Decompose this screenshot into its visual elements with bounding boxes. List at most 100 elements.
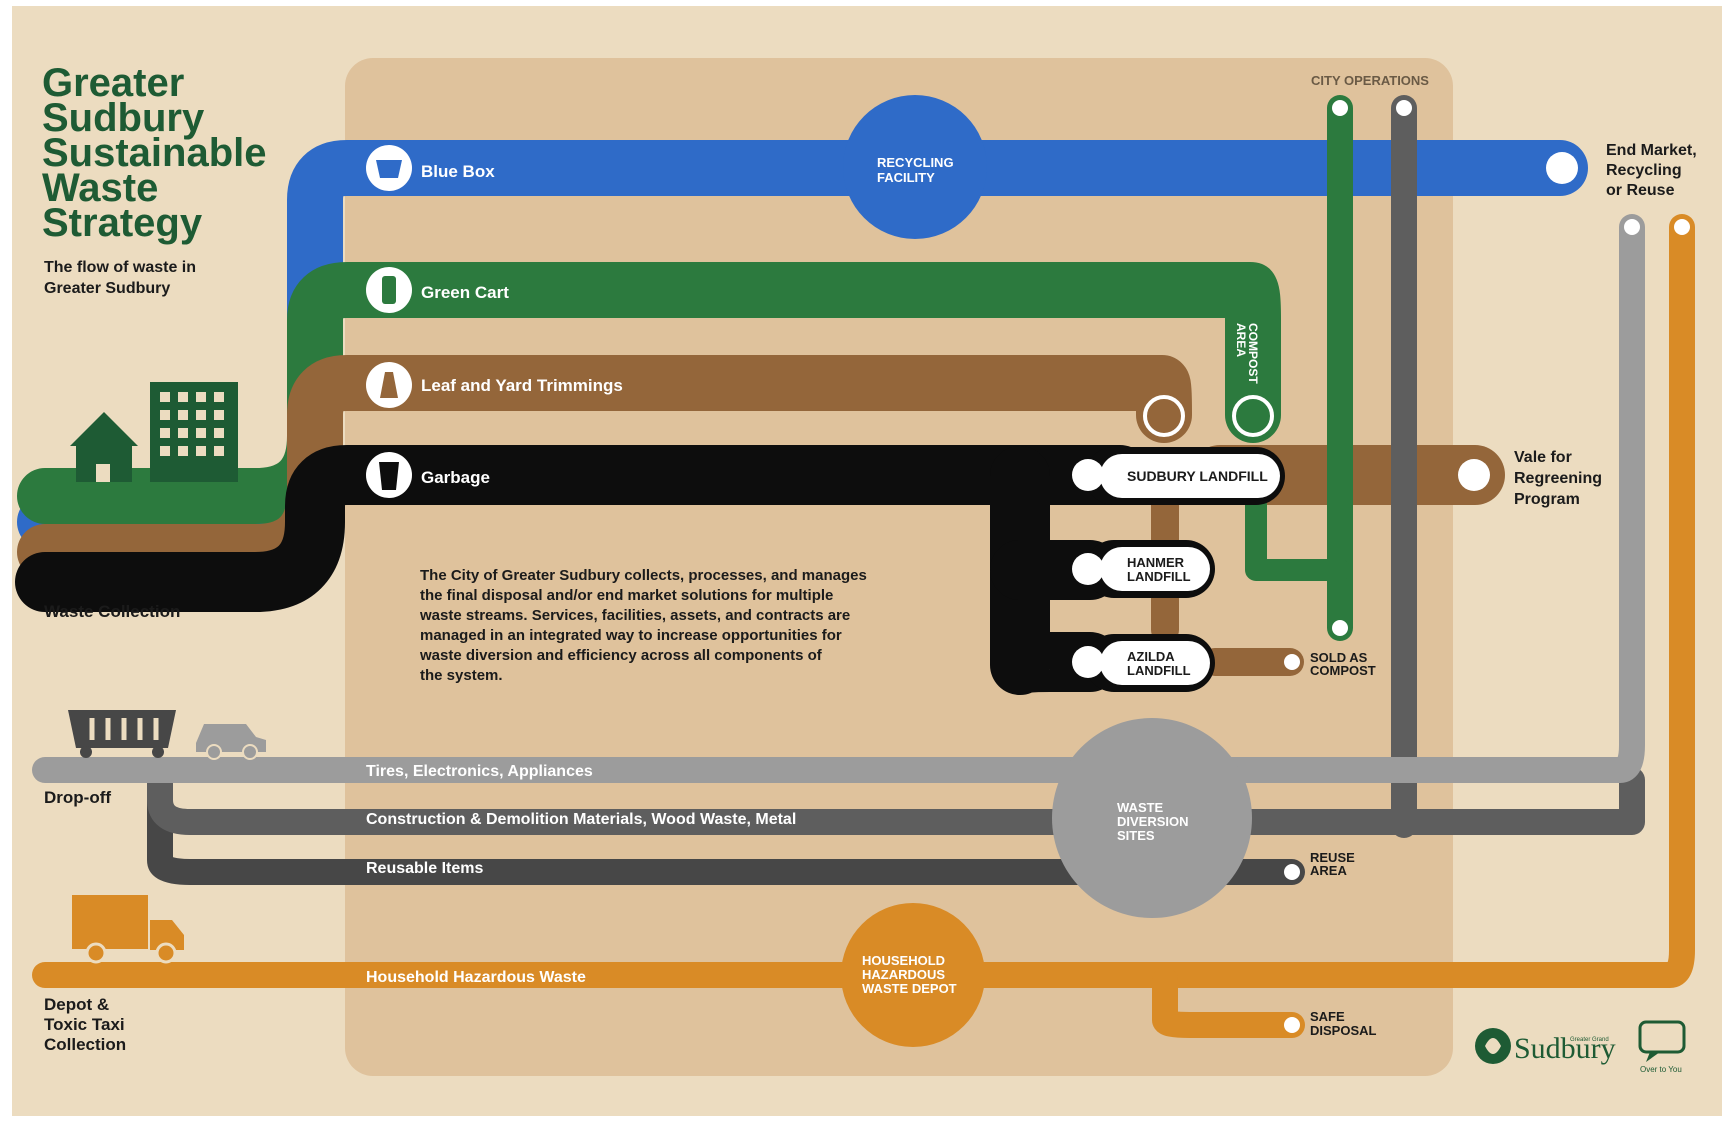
speech-bubble-tail (1646, 1052, 1660, 1062)
garbage-label: Garbage (421, 468, 490, 487)
city-operations-label: CITY OPERATIONS (1311, 73, 1429, 88)
end-market-stop (1546, 152, 1578, 184)
page-title: Greater Sudbury Sustainable Waste Strate… (42, 61, 267, 245)
vale-stop (1458, 459, 1490, 491)
reusable-label: Reusable Items (366, 860, 483, 877)
title-line: Sustainable (42, 131, 267, 175)
safe-disposal-stop (1284, 1017, 1300, 1033)
leaf-end-stop (1143, 395, 1185, 437)
waste-diversion-hub (1052, 718, 1252, 918)
sold-compost-green-stop (1332, 620, 1348, 636)
description-line: waste diversion and efficiency across al… (419, 647, 823, 664)
sudbury-landfill-badge (1100, 454, 1280, 498)
hazardous-end-stop (1674, 219, 1690, 235)
recycling-facility-label: RECYCLING (877, 155, 954, 170)
azilda-landfill-badge (1100, 641, 1210, 685)
city-ops-green-stop (1332, 100, 1348, 116)
depot-label-line: Toxic Taxi (44, 1015, 125, 1034)
compost-area-label: COMPOST AREA (1234, 323, 1260, 384)
reuse-area-label: AREA (1310, 863, 1347, 878)
subtitle-line: The flow of waste in (44, 259, 196, 276)
leaf-bag-icon (380, 372, 398, 398)
tires-label: Tires, Electronics, Appliances (366, 763, 593, 780)
description-line: waste streams. Services, facilities, ass… (419, 607, 850, 624)
blue-box-icon (376, 160, 402, 178)
sudbury-logo-text: Sudbury (1514, 1032, 1616, 1065)
end-market-label: Recycling (1606, 162, 1682, 179)
azilda-landfill-label: LANDFILL (1127, 663, 1191, 678)
vale-label: Regreening (1514, 470, 1602, 487)
recycling-facility-hub (843, 95, 987, 239)
title-line: Sudbury (42, 96, 205, 140)
sudbury-logo-swirl (1485, 1038, 1501, 1054)
city-ops-gray-stop (1396, 100, 1412, 116)
hazardous-label: Household Hazardous Waste (366, 969, 586, 986)
compost-area-text: AREA (1234, 323, 1248, 357)
car-icon (196, 724, 266, 760)
building-icon (150, 382, 238, 482)
sudbury-logo-small-text: Greater Grand (1570, 1037, 1609, 1043)
end-market-label: or Reuse (1606, 182, 1675, 199)
waste-collection-label: Waste Collection (44, 602, 180, 621)
drop-off-label: Drop-off (44, 788, 111, 807)
hazardous-depot-hub (841, 903, 985, 1047)
tires-line (32, 214, 1645, 783)
end-market-label: End Market, (1606, 142, 1697, 159)
vale-label: Program (1514, 491, 1580, 508)
description-line: The City of Greater Sudbury collects, pr… (420, 567, 867, 584)
trailer-icon (68, 710, 176, 758)
feedback-badge[interactable]: Over to You (1638, 1020, 1686, 1074)
waste-diversion-label: SITES (1117, 828, 1155, 843)
waste-diversion-label: DIVERSION (1117, 814, 1189, 829)
construction-label: Construction & Demolition Materials, Woo… (366, 811, 796, 828)
garbage-branch-line (990, 446, 1120, 695)
compost-area-stop (1232, 395, 1274, 437)
title-line: Strategy (42, 201, 203, 245)
vale-label: Vale for (1514, 449, 1572, 466)
hanmer-landfill-badge (1100, 547, 1210, 591)
sudbury-landfill-stop (1072, 459, 1104, 491)
truck-icon (72, 895, 184, 964)
recycling-facility-label: FACILITY (877, 170, 935, 185)
hanmer-landfill-stop (1072, 553, 1104, 585)
description-line: managed in an integrated way to increase… (420, 627, 842, 644)
title-line: Waste (42, 166, 158, 210)
safe-disposal-line (1152, 967, 1305, 1038)
flow-lines (15, 95, 1695, 1038)
sold-compost-stop (1284, 654, 1300, 670)
title-line: Greater (42, 61, 184, 105)
reusable-line (147, 767, 1305, 885)
depot-label-line: Collection (44, 1035, 126, 1054)
reuse-area-stop (1284, 864, 1300, 880)
sudbury-logo[interactable]: Sudbury Greater Grand (1475, 1028, 1616, 1065)
landfill-compost-link (1245, 494, 1351, 581)
subtitle-line: Greater Sudbury (44, 280, 170, 297)
depot-label-line: Depot & (44, 995, 109, 1014)
hazardous-depot-label: HOUSEHOLD (862, 953, 945, 968)
description-paragraph: The City of Greater Sudbury collects, pr… (419, 567, 867, 684)
azilda-landfill-label: AZILDA (1127, 649, 1175, 664)
compost-area-text: COMPOST (1246, 323, 1260, 384)
sold-compost-label: SOLD AS (1310, 650, 1368, 665)
reuse-area-label: REUSE (1310, 850, 1355, 865)
house-icon (70, 412, 138, 482)
hanmer-landfill-label: LANDFILL (1127, 569, 1191, 584)
garbage-line (15, 445, 1150, 612)
description-line: the system. (420, 667, 503, 684)
green-cart-label: Green Cart (421, 283, 509, 302)
hazardous-depot-label: WASTE DEPOT (862, 981, 957, 996)
azilda-landfill-stop (1072, 646, 1104, 678)
sold-compost-label: COMPOST (1310, 663, 1376, 678)
green-cart-icon (382, 276, 396, 304)
speech-bubble-icon (1638, 1020, 1686, 1054)
leaf-yard-label: Leaf and Yard Trimmings (421, 376, 623, 395)
blue-box-label: Blue Box (421, 162, 495, 181)
hazardous-line (32, 214, 1695, 988)
tires-end-stop (1624, 219, 1640, 235)
construction-line (147, 767, 1645, 835)
safe-disposal-label: SAFE (1310, 1009, 1345, 1024)
waste-diversion-label: WASTE (1117, 800, 1164, 815)
description-line: the final disposal and/or end market sol… (420, 587, 833, 604)
